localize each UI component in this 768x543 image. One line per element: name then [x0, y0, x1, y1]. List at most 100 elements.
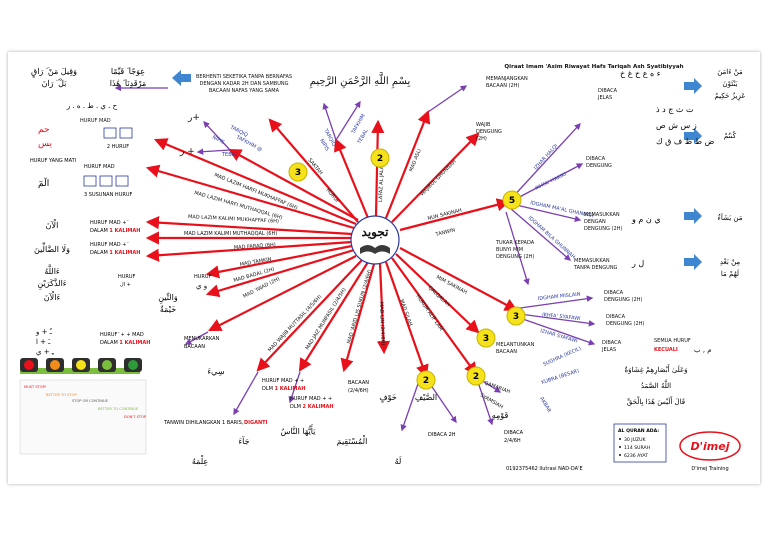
label-izhar-syafawi: IZHAR SYAFAWI	[539, 328, 578, 344]
note-memanjangkan-2: BACAAN (2H)	[486, 83, 519, 89]
right-ex-2: يَنْئَوْنَ	[723, 80, 738, 88]
label-kalimi-muth: MAD LAZIM KALIMI MUTHAQQAL (6H)	[184, 231, 277, 237]
ex-dzakarain: ءَالذَّكَرَيْنِ	[37, 278, 66, 291]
spoke-harfi-mukh	[153, 138, 357, 226]
saktah-note: BERHENTI SEKETIKA TANPA BERNAFAS DENGAN …	[31, 66, 292, 110]
label-akbar: AKBAR	[538, 396, 552, 414]
ex-alaan: الْآنَ	[46, 218, 59, 230]
traffic-label-1: MUST STOP!	[24, 385, 46, 389]
note-memanjangkan-1: MEMANJANGKAN	[486, 76, 528, 82]
huruf-mad-label: HURUF MAD	[80, 118, 111, 124]
traffic-light-1	[20, 358, 38, 372]
note-tukar-2: BUNYI MIM	[496, 247, 523, 253]
ex-khauf: خَوْفٍ	[379, 393, 396, 403]
ex-sia: سِيءَ	[207, 367, 224, 377]
mad-line-b: DALAM 1 KALIMAH	[100, 340, 150, 346]
brand-name: D'imej	[691, 440, 730, 453]
right-examples: مَنْ ءَامَنَ يَنْئَوْنَ عَزِيزٌ حَكِيمٌ …	[620, 68, 746, 278]
blue-arrow-4	[684, 254, 702, 270]
note-tanpa-2: TANPA DENGUNG	[573, 265, 618, 271]
note-memasukkan-3: DENGUNG (2H)	[584, 226, 622, 232]
hm-dlm-1a: HURUF MAD + +	[262, 378, 304, 384]
spoke-faraq	[145, 240, 353, 262]
mad-line: HURUF ٓ + + MAD	[100, 332, 144, 338]
huruf-al: ال +	[120, 282, 131, 288]
note-semua: SEMUA HURUF	[654, 338, 691, 344]
svg-text:3: 3	[483, 334, 489, 344]
note-dengung-1: DIBACA	[586, 156, 606, 162]
arabic-letters-col-3: ض ط ظ ف ق ك	[656, 137, 715, 146]
arabic-letters-col-2: ز س ش ص	[656, 121, 697, 130]
spoke-wajib	[256, 259, 363, 372]
note-dengung3-1: DIBACA	[606, 314, 626, 320]
label-wajibul: WAJIBUL GHUNNAH	[419, 159, 458, 198]
traffic-label-5: DON'T STOP	[124, 415, 147, 419]
traffic-light-3	[72, 358, 90, 372]
saktah-example-3: مَرْقَدِنَا ۜ هَٰذَا	[110, 78, 147, 89]
note-dengung3-2: DENGUNG (2H)	[606, 321, 644, 327]
huruf-label: HURUF	[118, 274, 136, 280]
spoke-alif-lam	[391, 257, 478, 376]
spoke-nun	[399, 198, 511, 232]
traffic-light-2	[46, 358, 64, 372]
dua-huruf-label: 2 HURUF	[107, 144, 129, 150]
spoke-jaiz	[298, 261, 369, 372]
badge-4: 3	[506, 306, 526, 326]
right-ex-4: كُنتُمْ	[724, 130, 737, 140]
left-spoke-labels: MAD LAZIM HARFI MUKHAFFAF (6H) MAD LAZIM…	[184, 172, 451, 353]
purple-arrows	[114, 84, 596, 432]
note-dengung-2: DENGUNG	[586, 163, 612, 169]
saktah-text-3: BACAAN NAFAS YANG SAMA	[209, 88, 280, 94]
note-wajib-1: WAJIB	[476, 122, 491, 128]
right-ex-7: لَهُمْ مَا	[721, 269, 739, 278]
spoke-badal	[205, 248, 355, 298]
ex-ilmahu: عِلْمَهُ	[192, 454, 208, 466]
ex-alif: الٓمٓ	[38, 177, 49, 189]
ex-tin: وَالتِّينِ	[158, 293, 178, 305]
label-lafaz: LAFAZ AL JALALAH	[378, 155, 386, 202]
ex-wau-stack-2: ـَ + ا	[36, 338, 51, 346]
info-juzuk: 30 JUZUK	[624, 437, 646, 443]
note-tukar-3: DENGUNG (2H)	[496, 254, 534, 260]
label-kalimi-mukh: MAD LAZIM KALIMI MUKHAFFAF (6H)	[188, 214, 279, 225]
spoke-iwad	[208, 255, 357, 331]
svg-text:3: 3	[295, 168, 301, 178]
right-ex-3: عَزِيزٌ حَكِيمٌ	[714, 92, 745, 101]
saktah-example-1: عِوَجًا ۜ قَيِّمًا	[111, 66, 145, 76]
label-qalqalah: QALQALAH	[427, 285, 451, 308]
ex-yasin: يس	[38, 139, 52, 149]
label-kubra: KUBRA (BESAR)	[541, 368, 580, 386]
footer-phone: 0192375462 Ilutrasi NAD-DA'E	[506, 466, 583, 472]
huruf-mad-section: HURUF MAD 2 HURUF حم يس HURUF YANG MATI …	[30, 118, 132, 198]
spoke-mad-lin	[376, 263, 391, 355]
plus-ra-2: ر +	[179, 147, 195, 157]
svg-text:2: 2	[473, 372, 479, 382]
hm-line-1: HURUF MAD + ٓ	[90, 220, 129, 226]
traffic-label-2: BETTER TO STOP	[46, 393, 77, 397]
bottom-right-ex: وَعَلَىٰ أَبْصَارِهِمْ غِشَاوَةٌ	[624, 364, 687, 375]
hm-dlm-1b: DLM 1 KALIMAH	[262, 386, 306, 392]
tebal-label-2: TEBAL	[221, 152, 238, 158]
tafkhim-cluster: TAFKHIM @ TARQIQ NIPIS TEBAL ر+ ر +	[179, 113, 263, 158]
center-node: تجويد	[350, 215, 400, 265]
ex-mustaqim: الْمُسْتَقِيمَ	[337, 434, 368, 446]
spoke-mad-asli	[384, 109, 431, 219]
header-title: Qiraat Imam 'Asim Riwayat Hafs Tariqah A…	[504, 64, 683, 70]
label-mad-asli: MAD ASLI	[408, 148, 423, 173]
basmalah: بِسْمِ اللَّهِ الرَّحْمَنِ الرَّحِيمِ	[309, 71, 410, 89]
ex-jaa: جَآءَ	[238, 436, 249, 446]
label-faraq: MAD FARAQ (6H)	[234, 242, 276, 251]
bacaan-label: BACAAN	[348, 380, 369, 386]
info-box: AL QURAN ADA: 30 JUZUK 114 SURAH 6236 AY…	[613, 423, 667, 463]
spoke-harfi-muth	[145, 164, 355, 230]
label-ikhfa-haqiqi: IKHFA' HAKIKI	[534, 171, 567, 191]
svg-text:2: 2	[423, 376, 429, 386]
ex-nas: يَأَيُّهَا النَّاسُ	[281, 424, 317, 436]
label-qamariah: QAMARIAH	[483, 380, 511, 395]
label-idgham-mislain: IDGHAM MISLAIN	[538, 292, 581, 302]
ex-hm: حم	[38, 125, 50, 135]
huruf-mad-label-2: HURUF MAD	[84, 164, 115, 170]
bottom-notes: HURUF MAD + + DLM 1 KALIMAH HURUF MAD + …	[163, 364, 688, 466]
bottom-right-ex-3: قَالَ أَلَيْسَ هَٰذَا بِالْحَقِّ	[627, 395, 685, 406]
note-tanpa-1: MEMASUKKAN	[574, 258, 610, 264]
